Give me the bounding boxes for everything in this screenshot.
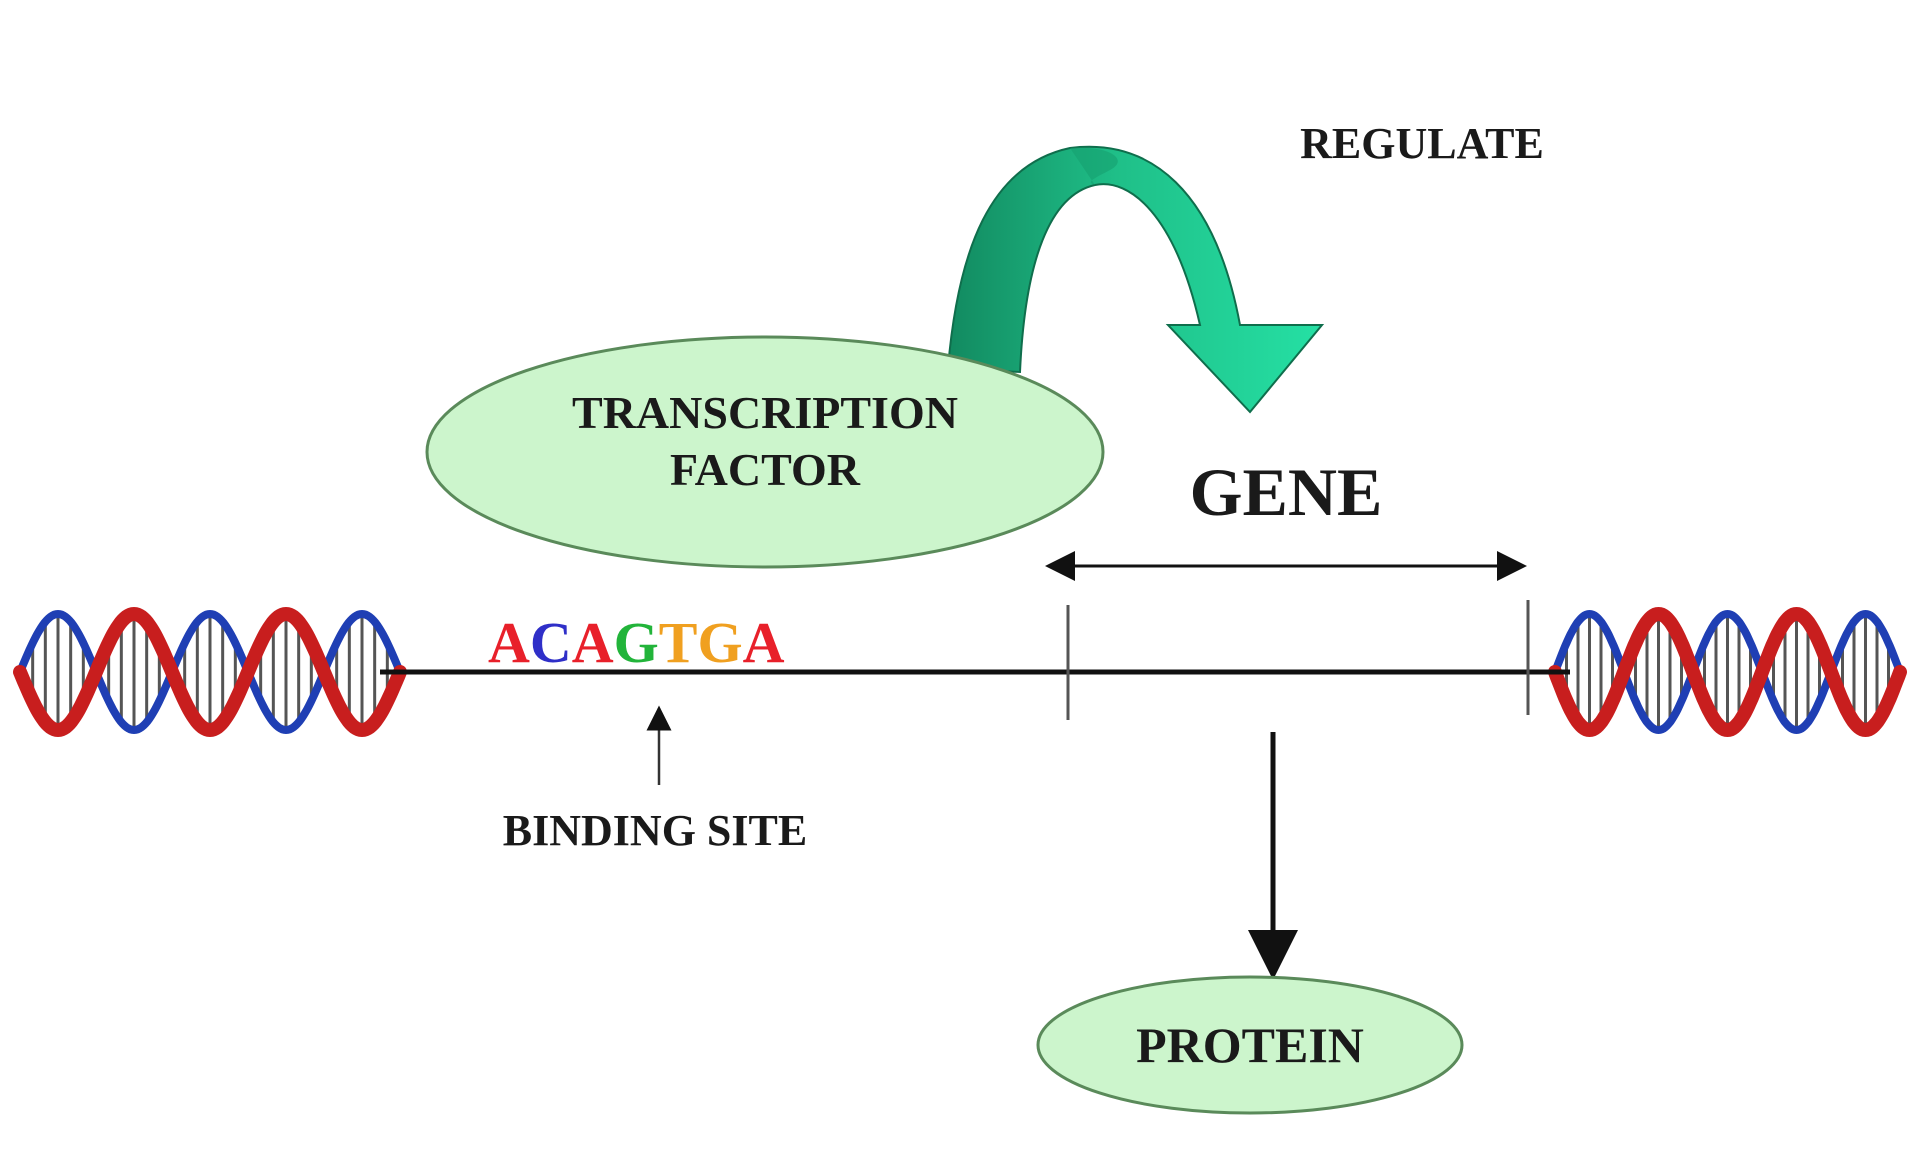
dna-helix-right [1548,606,1907,738]
dna-helix-left [13,606,407,738]
gene-label: GENE [1190,454,1383,530]
regulate-label: REGULATE [1300,119,1544,168]
sequence-base-3: A [572,610,614,675]
transcription-factor-label-line2: FACTOR [670,444,861,495]
sequence-base-4: G [614,610,659,675]
protein-label: PROTEIN [1136,1017,1364,1073]
protein-ellipse [1036,975,1464,1115]
transcription-factor-ellipse [425,335,1105,569]
helix-strand-red [13,606,407,738]
helix-strand-blue [16,609,404,735]
helix-strand-blue [1551,609,1904,735]
sequence-base-7: A [743,610,785,675]
transcription-factor-label-line1: TRANSCRIPTION [572,387,958,438]
regulate-arrow [946,145,1325,414]
binding-site-sequence: ACAGTGA [488,610,785,675]
sequence-base-1: A [488,610,530,675]
sequence-base-6: G [697,610,742,675]
sequence-base-5: T [659,610,698,675]
helix-strand-red [1548,606,1907,738]
binding-site-label: BINDING SITE [503,806,807,855]
sequence-base-2: C [530,610,572,675]
